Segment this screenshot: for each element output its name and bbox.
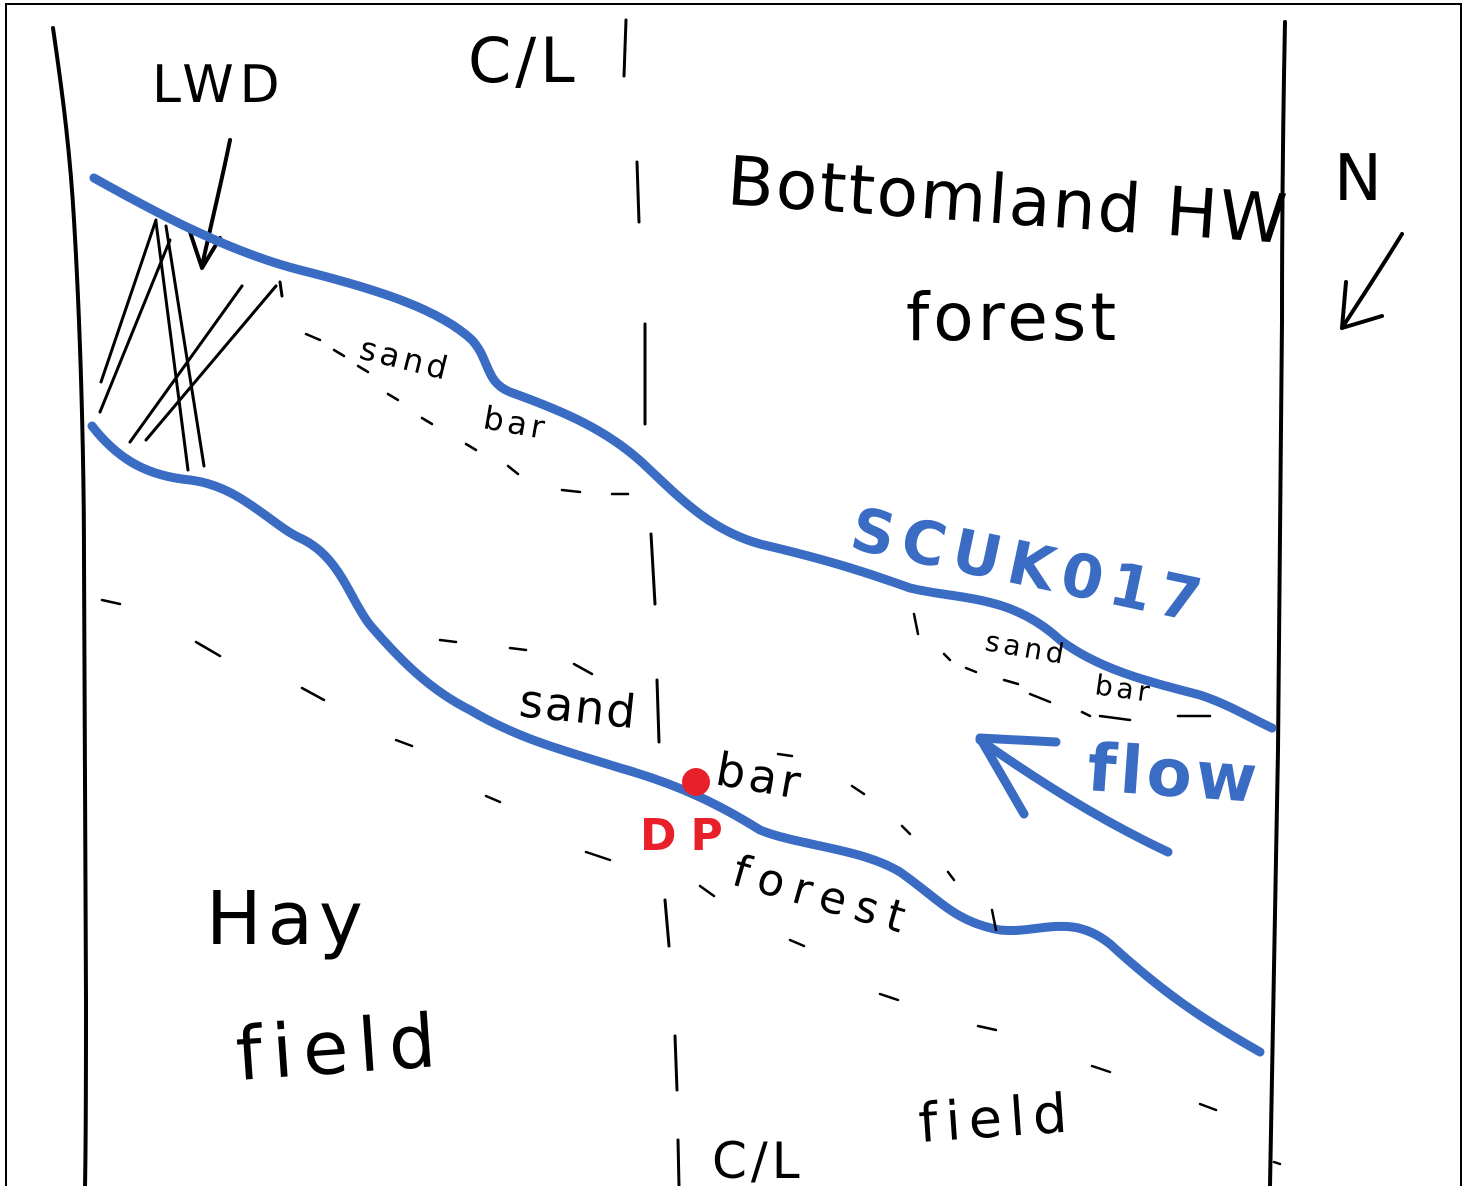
right-boundary-line — [1268, 20, 1287, 1186]
label-bottomland-hw: Bottomland HW — [725, 142, 1291, 260]
label-bar-right: bar — [1093, 668, 1155, 709]
label-sand-right: sand — [983, 624, 1071, 671]
label-sand-center: sand — [517, 673, 641, 739]
label-bar-center: bar — [712, 742, 808, 811]
arrow-down-left-icon — [1340, 232, 1404, 330]
centerline — [622, 18, 681, 1186]
label-forest-lower: forest — [727, 846, 921, 947]
sketch-frame — [5, 3, 1462, 1186]
label-sand-upper-left: sand — [356, 329, 455, 388]
stream-lower-bank — [87, 421, 1265, 1057]
lwd-hatching — [98, 218, 284, 472]
label-data-point: DP — [640, 810, 737, 861]
stream-upper-bank — [89, 173, 1277, 733]
label-lwd: LWD — [152, 55, 286, 115]
label-north: N — [1334, 142, 1382, 216]
label-field-left: field — [233, 998, 448, 1098]
label-bottomland-forest: forest — [906, 279, 1120, 356]
label-centerline-bottom: C/L — [712, 1132, 804, 1186]
label-hay: Hay — [206, 876, 369, 962]
label-centerline-top: C/L — [468, 24, 579, 97]
label-flow: flow — [1085, 729, 1264, 818]
red-dot-icon — [682, 768, 710, 796]
arrow-up-left-icon — [975, 733, 1173, 857]
left-boundary-line — [51, 26, 89, 1186]
dashed-boundaries — [100, 332, 1282, 1166]
lwd-arrow — [188, 138, 232, 270]
label-field-lower-right: field — [917, 1081, 1078, 1155]
